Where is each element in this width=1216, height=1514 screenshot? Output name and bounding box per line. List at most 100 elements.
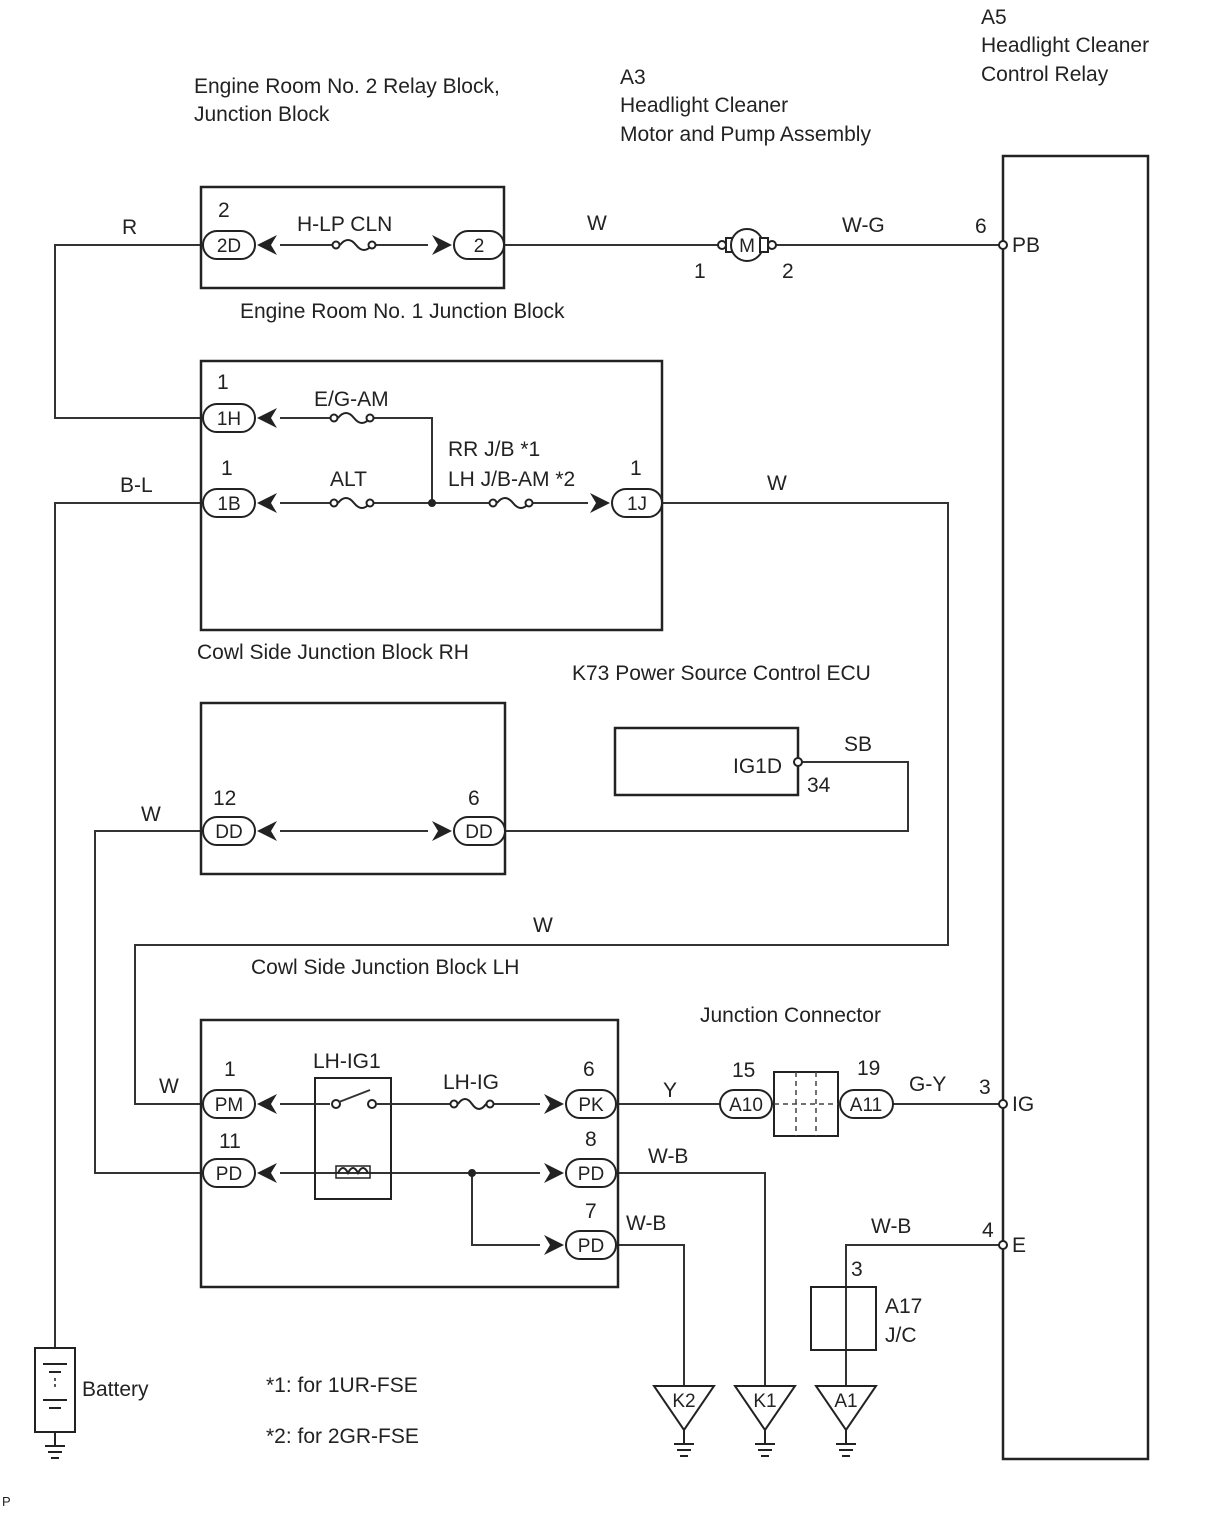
fuse-label-alt: ALT bbox=[330, 468, 367, 491]
internal-pd7 bbox=[471, 1173, 540, 1246]
ground-k2 bbox=[652, 1385, 716, 1457]
motor-icon bbox=[717, 228, 777, 262]
relay-coil bbox=[335, 1165, 371, 1179]
pill-pd7 bbox=[565, 1230, 617, 1260]
pin-motor-2: 2 bbox=[782, 260, 794, 283]
ground-a1 bbox=[814, 1385, 878, 1457]
terminal-ig1d: IG1D bbox=[733, 755, 782, 778]
note-1: *1: for 1UR-FSE bbox=[266, 1374, 418, 1397]
lh-ig1-relay bbox=[314, 1077, 392, 1200]
pin-a11: 19 bbox=[857, 1057, 880, 1080]
cowl-lh-title: Cowl Side Junction Block LH bbox=[251, 956, 519, 979]
connector-pills bbox=[202, 230, 894, 1260]
er2-title-1: Engine Room No. 2 Relay Block, bbox=[194, 75, 500, 98]
conn-pd8: PD bbox=[578, 1164, 604, 1185]
conn-a10: A10 bbox=[729, 1095, 763, 1116]
motor-title-2: Motor and Pump Assembly bbox=[620, 123, 871, 146]
relay-terminal-dots bbox=[793, 240, 1008, 1250]
conn-a11: A11 bbox=[850, 1095, 882, 1116]
fuse-label-lh-ig: LH-IG bbox=[443, 1071, 499, 1094]
a17-jc-box bbox=[810, 1286, 877, 1351]
cowl-rh-block bbox=[199, 701, 507, 876]
pill-pd8 bbox=[565, 1158, 617, 1188]
pin-jc3: 3 bbox=[851, 1258, 863, 1281]
fuse-label-lh-jb-am: LH J/B-AM *2 bbox=[448, 468, 575, 491]
fuse-icons bbox=[329, 239, 534, 1110]
wire-label-wb-e: W-B bbox=[871, 1215, 911, 1238]
pin-pd7: 7 bbox=[585, 1200, 597, 1223]
pin-34: 34 bbox=[807, 774, 831, 797]
ground-k1 bbox=[733, 1385, 797, 1457]
wire-label-wb7: W-B bbox=[626, 1212, 666, 1235]
fuse-lh-jb-am bbox=[488, 497, 534, 509]
motor-m: M bbox=[739, 236, 755, 257]
conn-pd11: PD bbox=[216, 1164, 242, 1185]
conn-dd12: DD bbox=[215, 822, 242, 843]
wire-label-w-pm: W bbox=[159, 1075, 179, 1098]
corner-mark: P bbox=[2, 1494, 11, 1509]
pin-6: 6 bbox=[975, 215, 987, 238]
fuse-hlp-cln bbox=[331, 239, 377, 251]
conn-2: 2 bbox=[474, 236, 485, 257]
junction-connector-box bbox=[773, 1071, 839, 1137]
pin-1j: 1 bbox=[630, 457, 642, 480]
terminal-ig: IG bbox=[1012, 1093, 1034, 1116]
wire-w-dd bbox=[94, 830, 203, 1174]
junction-dot-lh bbox=[468, 1169, 476, 1177]
pill-pm bbox=[202, 1089, 256, 1119]
pill-1j bbox=[611, 488, 663, 518]
pin-3: 3 bbox=[979, 1076, 991, 1099]
battery-icon bbox=[34, 1347, 76, 1459]
pill-1b bbox=[202, 488, 256, 518]
er1-title: Engine Room No. 1 Junction Block bbox=[240, 300, 565, 323]
motor-code: A3 bbox=[620, 66, 646, 89]
terminal-pb: PB bbox=[1012, 234, 1040, 257]
wire-label-w-top: W bbox=[587, 212, 607, 235]
conn-pm: PM bbox=[215, 1095, 244, 1116]
pin-1h: 1 bbox=[217, 371, 229, 394]
pin-1b: 1 bbox=[221, 457, 233, 480]
pill-2d bbox=[202, 230, 256, 260]
conn-2d: 2D bbox=[217, 236, 241, 257]
pill-dd12 bbox=[202, 816, 256, 846]
connector-chevrons bbox=[257, 235, 610, 1255]
conn-1j: 1J bbox=[627, 494, 647, 515]
conn-1b: 1B bbox=[217, 494, 240, 515]
note-2: *2: for 2GR-FSE bbox=[266, 1425, 419, 1448]
wire-label-w-mid: W bbox=[533, 914, 553, 937]
pill-1h bbox=[202, 403, 256, 433]
ground-k1-label: K1 bbox=[753, 1391, 776, 1412]
wire-wb7 bbox=[616, 1244, 685, 1388]
wire-label-wg: W-G bbox=[842, 214, 885, 237]
wires bbox=[54, 244, 1000, 1388]
fuse-label-hlp-cln: H-LP CLN bbox=[297, 213, 392, 236]
wire-bl bbox=[54, 502, 203, 1348]
relay-code: A5 bbox=[981, 6, 1007, 29]
er1-junction-block bbox=[199, 359, 664, 632]
pill-pk bbox=[565, 1089, 617, 1119]
wire-label-bl: B-L bbox=[120, 474, 153, 497]
relay-title-1: Headlight Cleaner bbox=[981, 34, 1149, 57]
wire-label-sb: SB bbox=[844, 733, 872, 756]
pin-pm: 1 bbox=[224, 1058, 236, 1081]
junction-connector-title: Junction Connector bbox=[700, 1004, 881, 1027]
relay-switch bbox=[315, 1089, 391, 1109]
fuse-label-rr-jb: RR J/B *1 bbox=[448, 438, 540, 461]
pin-pd8: 8 bbox=[585, 1128, 597, 1151]
terminal-e: E bbox=[1012, 1234, 1026, 1257]
pill-dd6 bbox=[453, 816, 506, 846]
pill-a10 bbox=[719, 1089, 773, 1119]
ecu-title: K73 Power Source Control ECU bbox=[572, 662, 871, 685]
pin-motor-1: 1 bbox=[694, 260, 706, 283]
fuse-alt bbox=[329, 497, 375, 509]
pin-2d: 2 bbox=[218, 199, 230, 222]
ground-k2-label: K2 bbox=[672, 1391, 695, 1412]
pin-a10: 15 bbox=[732, 1059, 755, 1082]
pill-2 bbox=[453, 230, 505, 260]
cowl-rh-title: Cowl Side Junction Block RH bbox=[197, 641, 469, 664]
pin-6dd: 6 bbox=[468, 787, 480, 810]
pill-pd11 bbox=[202, 1158, 256, 1188]
wire-label-w-dd: W bbox=[141, 803, 161, 826]
wire-label-r: R bbox=[122, 216, 137, 239]
